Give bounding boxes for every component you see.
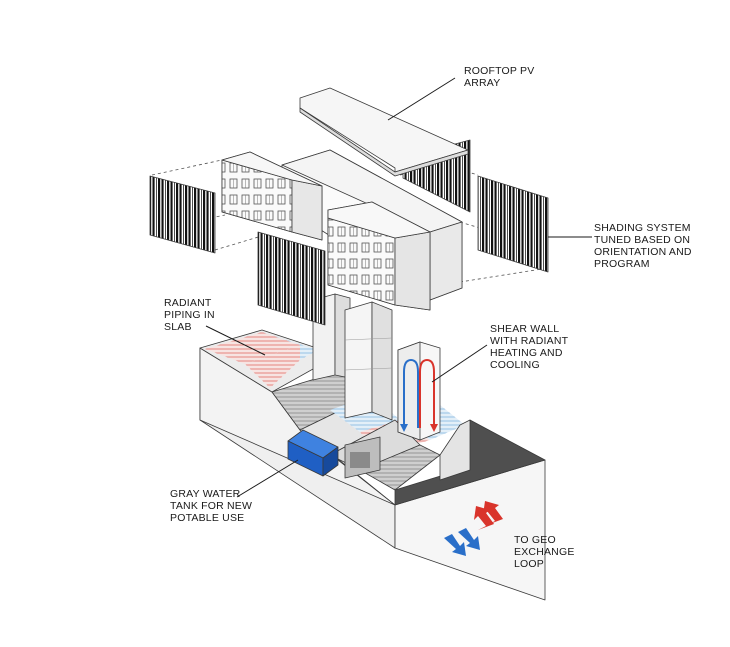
svg-text:PIPING IN: PIPING IN (164, 309, 215, 321)
shear-wall (397, 341, 441, 441)
building-masses (221, 149, 463, 311)
geo-exchange-arrows (444, 501, 503, 556)
label-shading-system: SHADING SYSTEM TUNED BASED ON ORIENTATIO… (594, 222, 692, 270)
svg-text:TUNED BASED ON: TUNED BASED ON (594, 234, 690, 246)
svg-text:WITH RADIANT: WITH RADIANT (490, 335, 569, 347)
geo-arrow-cold-2 (458, 528, 480, 550)
svg-text:SLAB: SLAB (164, 321, 192, 333)
svg-text:ROOFTOP PV: ROOFTOP PV (464, 65, 534, 77)
svg-text:POTABLE USE: POTABLE USE (170, 512, 244, 524)
svg-text:TANK FOR NEW: TANK FOR NEW (170, 500, 252, 512)
label-shear-wall: SHEAR WALL WITH RADIANT HEATING AND COOL… (490, 323, 569, 371)
shading-panel-right (477, 175, 549, 273)
radiant-piping-red (205, 332, 300, 364)
svg-text:GRAY WATER: GRAY WATER (170, 488, 241, 500)
svg-text:PROGRAM: PROGRAM (594, 258, 650, 270)
svg-text:ORIENTATION AND: ORIENTATION AND (594, 246, 692, 258)
shear-wall-hot-loop (419, 358, 435, 428)
shear-wall-cold-loop (403, 358, 419, 428)
label-radiant-piping: RADIANT PIPING IN SLAB (164, 297, 215, 333)
svg-text:COOLING: COOLING (490, 359, 540, 371)
geo-arrow-cold-1 (444, 534, 466, 556)
svg-text:HEATING AND: HEATING AND (490, 347, 563, 359)
geo-arrow-hot-2 (483, 501, 503, 525)
svg-text:SHEAR WALL: SHEAR WALL (490, 323, 559, 335)
svg-text:TO GEO: TO GEO (514, 534, 556, 546)
shading-panel-mid-left (257, 231, 326, 326)
svg-text:EXCHANGE: EXCHANGE (514, 546, 575, 558)
svg-text:RADIANT: RADIANT (164, 297, 212, 309)
leader-lines (205, 77, 592, 498)
svg-text:LOOP: LOOP (514, 558, 544, 570)
label-geo-exchange: TO GEO EXCHANGE LOOP (514, 534, 575, 570)
gray-water-tank (287, 429, 339, 477)
label-gray-water-tank: GRAY WATER TANK FOR NEW POTABLE USE (170, 488, 252, 524)
svg-text:SHADING SYSTEM: SHADING SYSTEM (594, 222, 691, 234)
shading-panel-left (149, 175, 216, 254)
svg-text:ARRAY: ARRAY (464, 77, 500, 89)
label-rooftop-pv: ROOFTOP PV ARRAY (464, 65, 534, 89)
building-cores (312, 293, 393, 421)
radiant-piping-blue (262, 332, 318, 360)
rooftop-pv-array (299, 87, 469, 177)
